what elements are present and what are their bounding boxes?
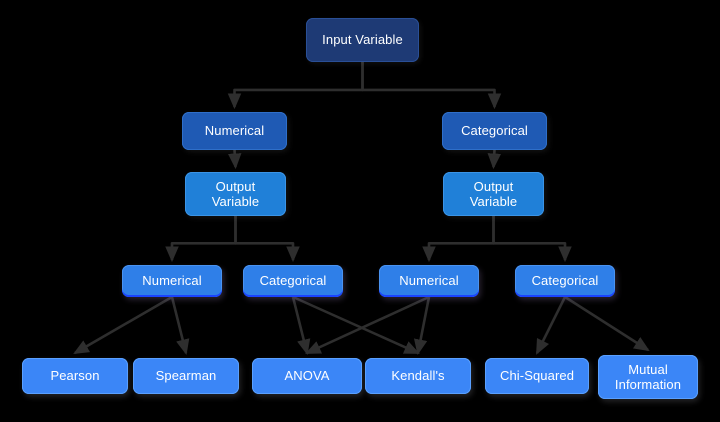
- node-input-numerical[interactable]: Numerical: [182, 112, 287, 150]
- edge: [235, 62, 363, 107]
- node-test-spearman[interactable]: Spearman: [133, 358, 239, 394]
- edge: [293, 297, 418, 353]
- node-output-variable-left[interactable]: OutputVariable: [185, 172, 286, 216]
- node-test-pearson[interactable]: Pearson: [22, 358, 128, 394]
- edge: [236, 216, 294, 260]
- node-label: Pearson: [26, 368, 124, 383]
- node-test-mutual-information[interactable]: MutualInformation: [598, 355, 698, 399]
- edge: [293, 297, 307, 353]
- node-label: Input Variable: [310, 32, 415, 47]
- edge: [235, 150, 236, 167]
- edge: [429, 216, 494, 260]
- node-out-numerical-2[interactable]: Numerical: [379, 265, 479, 297]
- edge: [565, 297, 648, 350]
- node-test-kendalls[interactable]: Kendall's: [365, 358, 471, 394]
- node-test-anova[interactable]: ANOVA: [252, 358, 362, 394]
- node-label: OutputVariable: [189, 179, 282, 210]
- node-label: MutualInformation: [602, 362, 694, 393]
- node-label: Categorical: [247, 273, 339, 288]
- edge: [172, 216, 236, 260]
- node-out-numerical-1[interactable]: Numerical: [122, 265, 222, 297]
- node-input-variable[interactable]: Input Variable: [306, 18, 419, 62]
- node-out-categorical-1[interactable]: Categorical: [243, 265, 343, 297]
- edge: [537, 297, 565, 353]
- node-input-categorical[interactable]: Categorical: [442, 112, 547, 150]
- node-label: Numerical: [186, 123, 283, 138]
- node-label: Categorical: [446, 123, 543, 138]
- edge: [494, 150, 495, 167]
- node-label: ANOVA: [256, 368, 358, 383]
- node-output-variable-right[interactable]: OutputVariable: [443, 172, 544, 216]
- edge: [307, 297, 429, 353]
- edge: [172, 297, 186, 353]
- node-label: Kendall's: [369, 368, 467, 383]
- node-out-categorical-2[interactable]: Categorical: [515, 265, 615, 297]
- edge: [418, 297, 429, 353]
- node-test-chi-squared[interactable]: Chi-Squared: [485, 358, 589, 394]
- node-label: Spearman: [137, 368, 235, 383]
- node-label: Categorical: [519, 273, 611, 288]
- node-label: OutputVariable: [447, 179, 540, 210]
- edge: [363, 62, 495, 107]
- node-label: Chi-Squared: [489, 368, 585, 383]
- node-label: Numerical: [383, 273, 475, 288]
- node-label: Numerical: [126, 273, 218, 288]
- edge: [75, 297, 172, 353]
- edge: [494, 216, 566, 260]
